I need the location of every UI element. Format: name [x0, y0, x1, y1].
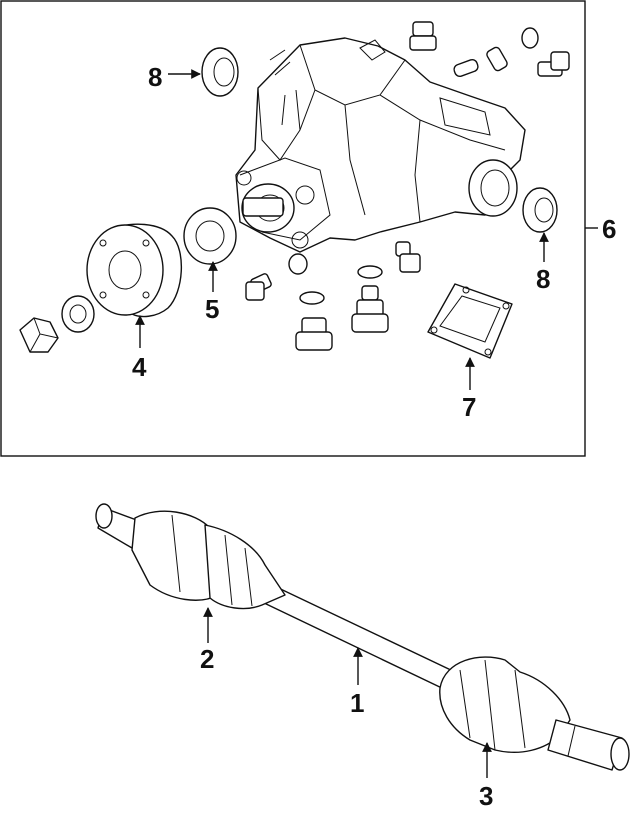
- cover-gasket: [427, 283, 513, 359]
- differential-housing: [235, 37, 526, 253]
- callout-3: 3: [479, 781, 493, 811]
- mount-bolt-right: [537, 51, 570, 77]
- callout-6: 6: [602, 214, 616, 244]
- inner-cv-joint: [131, 510, 286, 610]
- flange-nut: [19, 317, 59, 353]
- callout-8-left: 8: [148, 62, 162, 92]
- outer-cv-joint: [439, 656, 630, 771]
- side-seal-right: [522, 187, 558, 233]
- dowel-pin-b: [453, 58, 479, 78]
- dowel-pin-a: [486, 46, 508, 72]
- oring-top: [521, 27, 539, 49]
- drain-plug-b: [351, 285, 389, 333]
- callout-7: 7: [462, 392, 476, 422]
- flange-washer-hole: [69, 304, 87, 324]
- callout-4: 4: [132, 352, 147, 382]
- callout-8-right: 8: [536, 264, 550, 294]
- companion-flange: [86, 223, 182, 318]
- oring-small-b: [299, 291, 325, 305]
- oring-center: [288, 253, 308, 275]
- side-seal-left: [201, 47, 239, 97]
- callout-2: 2: [200, 644, 214, 674]
- callout-1: 1: [350, 688, 364, 718]
- vent-plug: [395, 241, 421, 273]
- callout-5: 5: [205, 294, 219, 324]
- housing-bolt-top: [409, 21, 437, 51]
- pinion-seal: [183, 207, 237, 265]
- axle-shaft-assembly: [95, 503, 630, 771]
- inner-stub-shaft: [95, 503, 143, 549]
- flange-washer: [61, 295, 95, 333]
- oring-small-a: [357, 265, 383, 279]
- fill-plug-bolt: [245, 273, 272, 301]
- drain-plug-a: [295, 317, 333, 351]
